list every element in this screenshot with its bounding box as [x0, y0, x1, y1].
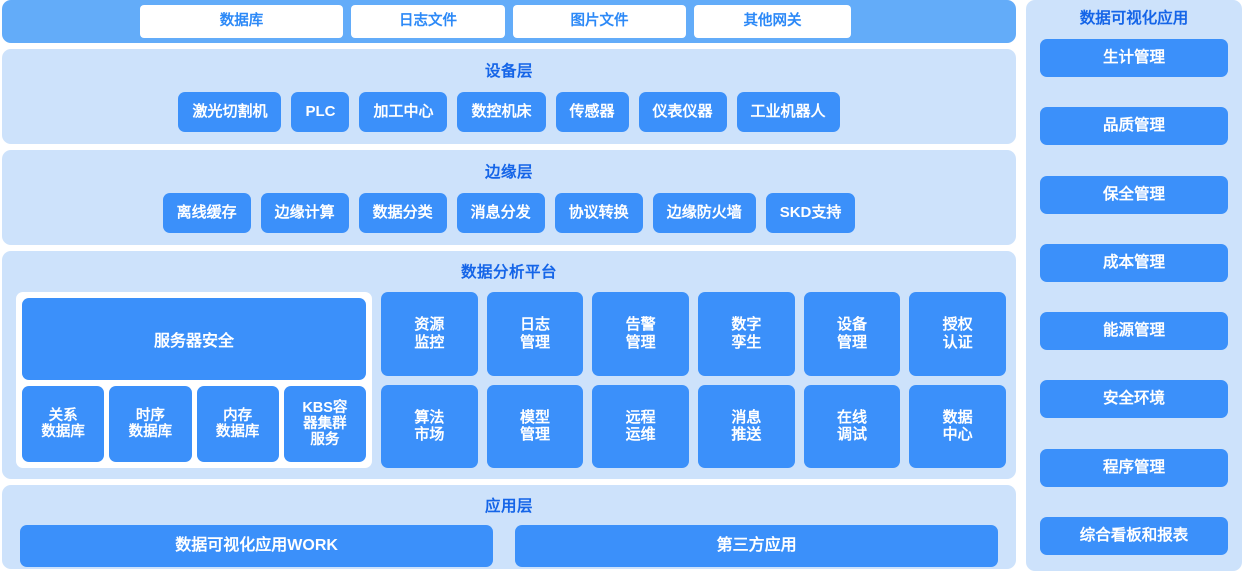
- sidebar-item-quality-management[interactable]: 品质管理: [1040, 107, 1228, 146]
- application-layer-items: 数据可视化应用WORK 第三方应用: [2, 525, 1016, 567]
- service-chip-alarm-management-line1: 告警: [625, 316, 656, 334]
- db-chip-kbs-line3: 服务: [310, 432, 340, 449]
- sidebar-list: 生计管理 品质管理 保全管理 成本管理 能源管理 安全环境 程序管理 综合看板和…: [1040, 30, 1228, 561]
- sidebar-item-cost-management[interactable]: 成本管理: [1040, 243, 1228, 282]
- app-chip-visualization-work[interactable]: 数据可视化应用WORK: [20, 525, 494, 567]
- service-chip-authorization-line2: 认证: [942, 333, 973, 351]
- service-chip-algorithm-market[interactable]: 算法 市场: [381, 384, 478, 468]
- edge-chip-skd-support[interactable]: SKD支持: [765, 193, 856, 233]
- application-layer-title: 应用层: [484, 498, 533, 515]
- service-chip-model-management-line2: 管理: [519, 426, 550, 444]
- service-chip-online-debug-line1: 在线: [836, 408, 867, 426]
- db-chip-timeseries-line2: 数据库: [128, 424, 173, 440]
- service-chip-authorization[interactable]: 授权 认证: [909, 292, 1006, 376]
- service-chip-message-push[interactable]: 消息 推送: [697, 384, 795, 468]
- db-chip-inmemory-line1: 内存: [223, 407, 253, 424]
- source-chip-log-file[interactable]: 日志文件: [351, 5, 505, 38]
- service-chip-device-management-line1: 设备: [836, 316, 867, 334]
- db-chip-timeseries-line1: 时序: [135, 407, 165, 424]
- sidebar-item-safety-environment[interactable]: 安全环境: [1040, 380, 1228, 419]
- app-chip-third-party[interactable]: 第三方应用: [515, 525, 998, 567]
- platform-layer-title: 数据分析平台: [460, 264, 557, 281]
- db-chip-inmemory[interactable]: 内存 数据库: [196, 386, 279, 462]
- service-chip-resource-monitoring-line1: 资源: [414, 316, 445, 334]
- sidebar-title: 数据可视化应用: [1079, 10, 1189, 27]
- sidebar-item-dashboard-reports[interactable]: 综合看板和报表: [1040, 516, 1228, 555]
- device-chip-machining-center[interactable]: 加工中心: [359, 92, 448, 132]
- service-chip-digital-twin-line2: 孪生: [731, 333, 762, 351]
- service-chip-data-center-line1: 数据: [942, 408, 973, 426]
- service-chip-device-management[interactable]: 设备 管理: [803, 292, 901, 376]
- edge-layer-items: 离线缓存 边缘计算 数据分类 消息分发 协议转换 边缘防火墙 SKD支持: [2, 193, 1016, 233]
- device-chip-laser-cutter[interactable]: 激光切割机: [178, 92, 282, 132]
- service-chip-message-push-line2: 推送: [731, 426, 762, 444]
- service-chip-log-management-line2: 管理: [519, 333, 550, 351]
- device-layer-items: 激光切割机 PLC 加工中心 数控机床 传感器 仪表仪器 工业机器人: [2, 92, 1016, 132]
- database-row: 关系 数据库 时序 数据库 内存: [22, 386, 366, 462]
- service-chip-algorithm-market-line1: 算法: [414, 408, 445, 426]
- service-chip-digital-twin[interactable]: 数字 孪生: [697, 292, 795, 376]
- source-chip-database[interactable]: 数据库: [140, 5, 343, 38]
- service-chip-alarm-management[interactable]: 告警 管理: [592, 292, 689, 376]
- edge-chip-data-classification[interactable]: 数据分类: [358, 193, 447, 233]
- service-chip-data-center[interactable]: 数据 中心: [909, 384, 1006, 468]
- service-chip-data-center-line2: 中心: [942, 426, 973, 444]
- server-security-card: 服务器安全 关系 数据库 时序 数据库: [16, 292, 372, 468]
- db-chip-kbs-container-cluster[interactable]: KBS容 器集群 服务: [283, 386, 366, 462]
- service-chip-online-debug-line2: 调试: [836, 426, 867, 444]
- edge-layer-panel: 边缘层 离线缓存 边缘计算 数据分类 消息分发 协议转换 边缘防火墙 SKD支持: [2, 150, 1016, 245]
- sidebar-item-program-management[interactable]: 程序管理: [1040, 448, 1228, 487]
- service-chip-algorithm-market-line2: 市场: [414, 426, 445, 444]
- left-column: 数据库 日志文件 图片文件 其他网关 设备层 激光切割机 PLC 加工中心 数控…: [2, 0, 1016, 571]
- sidebar-item-maintenance-management[interactable]: 保全管理: [1040, 175, 1228, 214]
- db-chip-timeseries[interactable]: 时序 数据库: [109, 386, 192, 462]
- device-chip-industrial-robot[interactable]: 工业机器人: [736, 92, 840, 132]
- service-chip-device-management-line2: 管理: [836, 333, 867, 351]
- data-source-bar: 数据库 日志文件 图片文件 其他网关: [2, 0, 1016, 43]
- server-security-block[interactable]: 服务器安全: [22, 298, 366, 380]
- service-chip-message-push-line1: 消息: [731, 408, 762, 426]
- device-layer-title: 设备层: [484, 63, 533, 80]
- sidebar-item-production-management[interactable]: 生计管理: [1040, 39, 1228, 77]
- service-chip-model-management[interactable]: 模型 管理: [486, 384, 584, 468]
- platform-service-grid: 资源 监控 日志 管理 告警 管理: [381, 292, 1006, 468]
- service-chip-online-debug[interactable]: 在线 调试: [803, 384, 901, 468]
- db-chip-relational-line2: 数据库: [41, 424, 85, 440]
- db-chip-relational[interactable]: 关系 数据库: [22, 386, 105, 462]
- edge-chip-edge-firewall[interactable]: 边缘防火墙: [652, 193, 756, 233]
- source-chip-image-file[interactable]: 图片文件: [513, 5, 686, 38]
- service-chip-model-management-line1: 模型: [519, 408, 550, 426]
- visualization-sidebar: 数据可视化应用 生计管理 品质管理 保全管理 成本管理 能源管理 安全环境 程序…: [1026, 0, 1242, 571]
- service-chip-remote-ops-line1: 远程: [625, 408, 656, 426]
- edge-chip-message-distribution[interactable]: 消息分发: [456, 193, 545, 233]
- device-chip-instrument[interactable]: 仪表仪器: [638, 92, 727, 132]
- edge-chip-edge-computing[interactable]: 边缘计算: [260, 193, 349, 233]
- db-chip-kbs-line1: KBS容: [302, 399, 348, 416]
- edge-chip-protocol-conversion[interactable]: 协议转换: [554, 193, 643, 233]
- service-chip-digital-twin-line1: 数字: [731, 316, 762, 334]
- service-chip-log-management-line1: 日志: [519, 316, 550, 334]
- service-chip-remote-ops-line2: 运维: [625, 426, 656, 444]
- platform-layer-panel: 数据分析平台 服务器安全 关系 数据库 时序: [2, 251, 1016, 479]
- source-chip-other-gateway[interactable]: 其他网关: [694, 5, 851, 38]
- device-chip-plc[interactable]: PLC: [291, 92, 350, 132]
- edge-layer-title: 边缘层: [484, 164, 533, 181]
- edge-chip-offline-cache[interactable]: 离线缓存: [162, 193, 251, 233]
- device-chip-cnc-machine[interactable]: 数控机床: [457, 92, 546, 132]
- sidebar-item-energy-management[interactable]: 能源管理: [1040, 312, 1228, 351]
- service-chip-authorization-line1: 授权: [942, 316, 973, 334]
- service-chip-log-management[interactable]: 日志 管理: [486, 292, 584, 376]
- platform-body: 服务器安全 关系 数据库 时序 数据库: [2, 292, 1016, 468]
- service-chip-resource-monitoring[interactable]: 资源 监控: [381, 292, 478, 376]
- service-chip-remote-ops[interactable]: 远程 运维: [592, 384, 689, 468]
- db-chip-relational-line1: 关系: [48, 407, 78, 424]
- device-chip-sensor[interactable]: 传感器: [555, 92, 629, 132]
- device-layer-panel: 设备层 激光切割机 PLC 加工中心 数控机床 传感器 仪表仪器 工业机器人: [2, 49, 1016, 144]
- service-chip-resource-monitoring-line2: 监控: [414, 333, 445, 351]
- service-chip-alarm-management-line2: 管理: [625, 333, 656, 351]
- db-chip-kbs-line2: 器集群: [303, 415, 347, 432]
- db-chip-inmemory-line2: 数据库: [215, 424, 260, 440]
- application-layer-panel: 应用层 数据可视化应用WORK 第三方应用: [2, 485, 1016, 569]
